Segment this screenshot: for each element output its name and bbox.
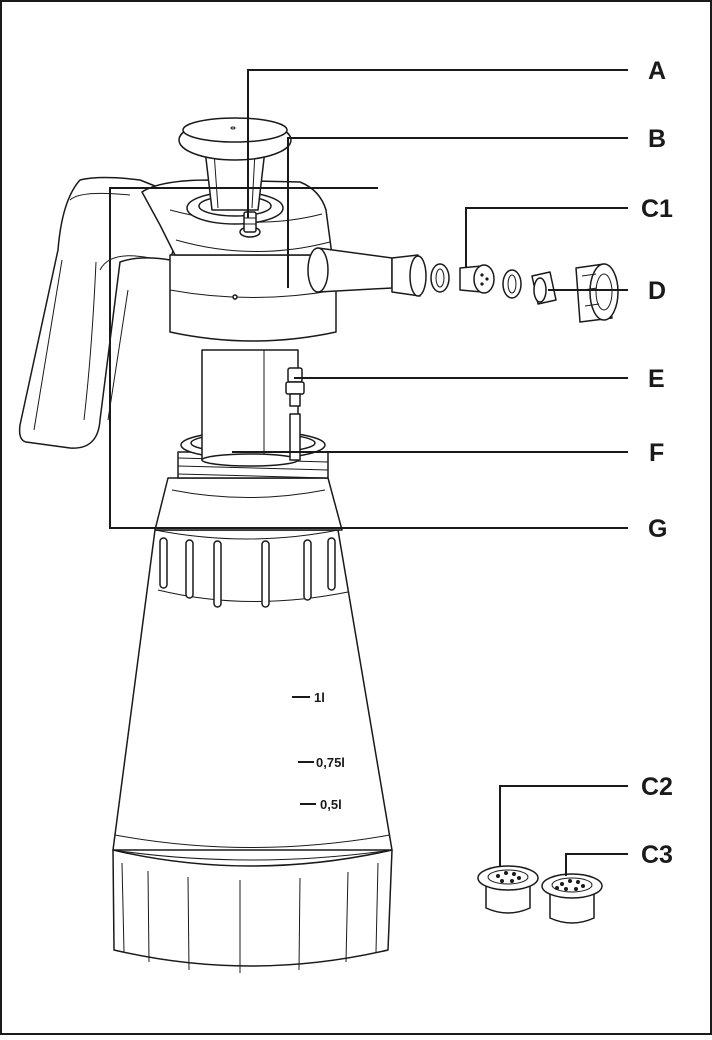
label-b: B [648,125,666,153]
part-labels: A B C1 D E F G C2 C3 [641,57,673,869]
label-c1: C1 [641,195,673,223]
spout [308,248,426,296]
label-d: D [648,277,666,305]
label-c3: C3 [641,841,673,869]
leader-c3 [566,854,628,876]
spout-tube [318,248,392,292]
o-ring-1 [431,264,449,292]
pump-cylinder [202,350,298,466]
leader-c1 [466,208,628,268]
label-c2: C2 [641,773,673,801]
cylinder-tube [202,350,298,460]
label-a: A [648,57,666,85]
label-e: E [648,365,665,393]
scale-075l: 0,75l [316,755,345,770]
bottle: 1l 0,75l 0,5l [113,478,392,973]
scale-1l: 1l [314,690,325,705]
bottle-shoulder [155,478,342,530]
bottle-body [113,530,392,850]
label-g: G [648,515,667,543]
nozzle-parts [431,264,618,322]
spare-insert-c2 [478,866,538,913]
scale-05l: 0,5l [320,797,342,812]
label-f: F [649,439,664,467]
o-ring-2 [503,270,521,298]
spare-insert-c3 [542,874,602,923]
bottle-base [113,850,392,966]
